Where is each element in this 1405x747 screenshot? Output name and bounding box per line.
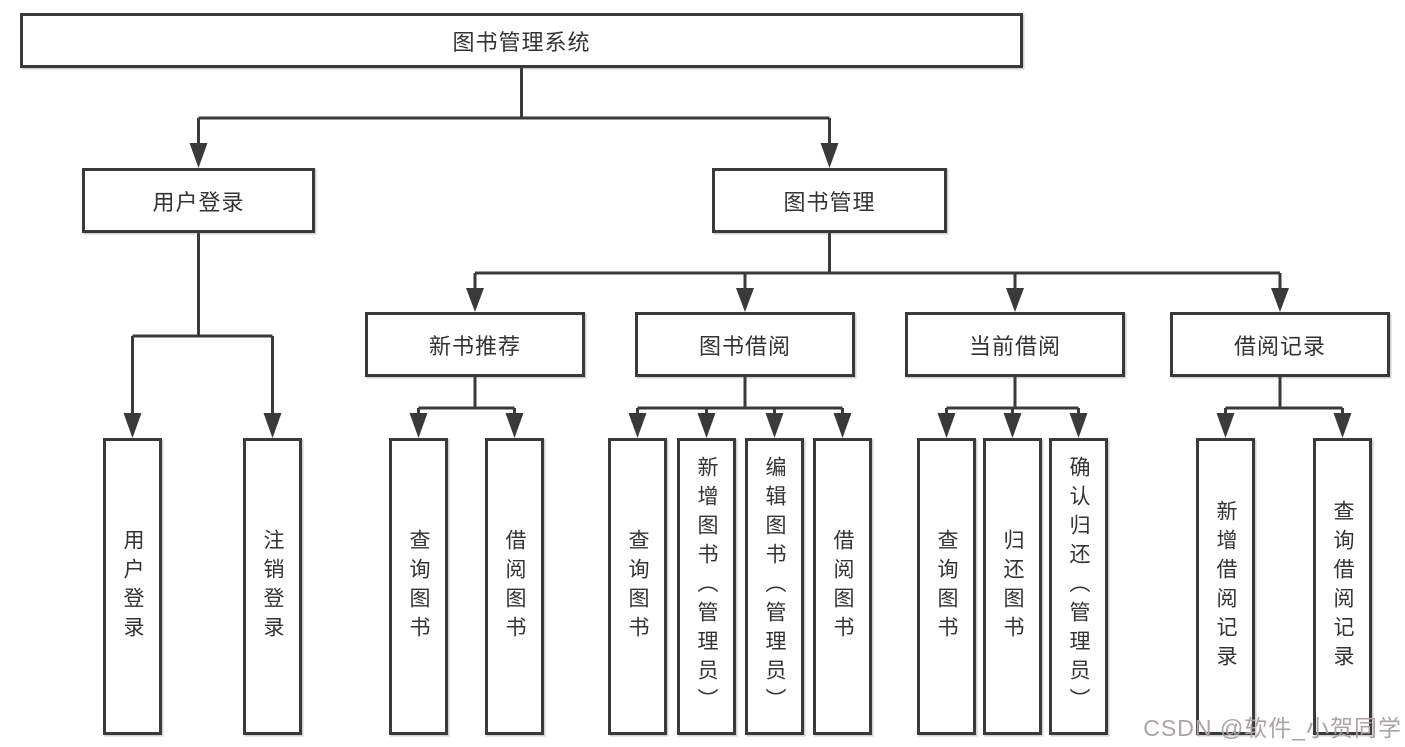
arrowhead [189,143,208,168]
arrowhead [765,413,784,438]
leaf-query-books-borrowing: 查询图书 [608,438,667,735]
connector-group [131,68,1344,432]
leaf-return-books-label: 归还图书 [1001,528,1024,645]
arrowhead [820,143,839,168]
arrowhead [466,288,484,312]
node-root-label: 图书管理系统 [452,29,591,55]
leaf-query-books-recommend: 查询图书 [389,438,448,735]
arrowhead [1006,288,1024,312]
leaf-add-borrow-record-label: 新增借阅记录 [1214,499,1237,674]
leaf-logout: 注销登录 [243,438,302,735]
node-user-login-label: 用户登录 [152,189,245,215]
node-book-borrowing-label: 图书借阅 [698,333,791,359]
arrowhead [628,413,647,438]
arrowhead [1003,413,1022,438]
leaf-add-books-admin-label: 新增图书（管理员） [695,456,718,717]
node-book-management: 图书管理 [712,168,947,233]
leaf-query-borrow-record-label: 查询借阅记录 [1331,499,1354,674]
arrowhead [263,413,282,438]
node-book-borrowing: 图书借阅 [635,312,855,377]
leaf-borrow-books-recommend-label: 借阅图书 [503,528,526,645]
leaf-add-books-admin: 新增图书（管理员） [677,438,736,735]
leaf-query-books-recommend-label: 查询图书 [407,528,430,645]
node-root-system: 图书管理系统 [20,13,1023,68]
leaf-borrow-books-borrowing: 借阅图书 [813,438,872,735]
node-current-borrowing: 当前借阅 [905,312,1125,377]
node-borrowing-records: 借阅记录 [1170,312,1390,377]
leaf-edit-books-admin: 编辑图书（管理员） [745,438,804,735]
arrowhead [505,413,524,438]
arrowhead [409,413,428,438]
leaf-logout-label: 注销登录 [261,528,284,645]
node-user-login: 用户登录 [82,168,315,233]
node-new-book-recommend-label: 新书推荐 [428,333,521,359]
leaf-return-books: 归还图书 [983,438,1042,735]
arrowhead [937,413,956,438]
arrowhead [1333,413,1352,438]
arrowhead [833,413,852,438]
node-book-management-label: 图书管理 [783,189,876,215]
leaf-user-login-label: 用户登录 [121,528,144,645]
leaf-edit-books-admin-label: 编辑图书（管理员） [763,456,786,717]
arrowhead [697,413,716,438]
arrowhead [123,413,142,438]
leaf-add-borrow-record: 新增借阅记录 [1196,438,1255,735]
leaf-confirm-return-admin-label: 确认归还（管理员） [1067,456,1090,717]
leaf-borrow-books-borrowing-label: 借阅图书 [831,528,854,645]
leaf-user-login: 用户登录 [103,438,162,735]
leaf-borrow-books-recommend: 借阅图书 [485,438,544,735]
csdn-watermark: CSDN @软件_小贺同学 [1143,715,1402,741]
node-current-borrowing-label: 当前借阅 [968,333,1061,359]
arrowhead [736,288,754,312]
leaf-query-books-current-label: 查询图书 [935,528,958,645]
arrowhead [1271,288,1289,312]
node-borrowing-records-label: 借阅记录 [1233,333,1326,359]
leaf-query-borrow-record: 查询借阅记录 [1313,438,1372,735]
leaf-query-books-current: 查询图书 [917,438,976,735]
arrowheads-group [123,143,1352,438]
node-new-book-recommend: 新书推荐 [365,312,585,377]
arrowhead [1216,413,1235,438]
arrowhead [1069,413,1088,438]
leaf-confirm-return-admin: 确认归还（管理员） [1049,438,1108,735]
leaf-query-books-borrowing-label: 查询图书 [626,528,649,645]
